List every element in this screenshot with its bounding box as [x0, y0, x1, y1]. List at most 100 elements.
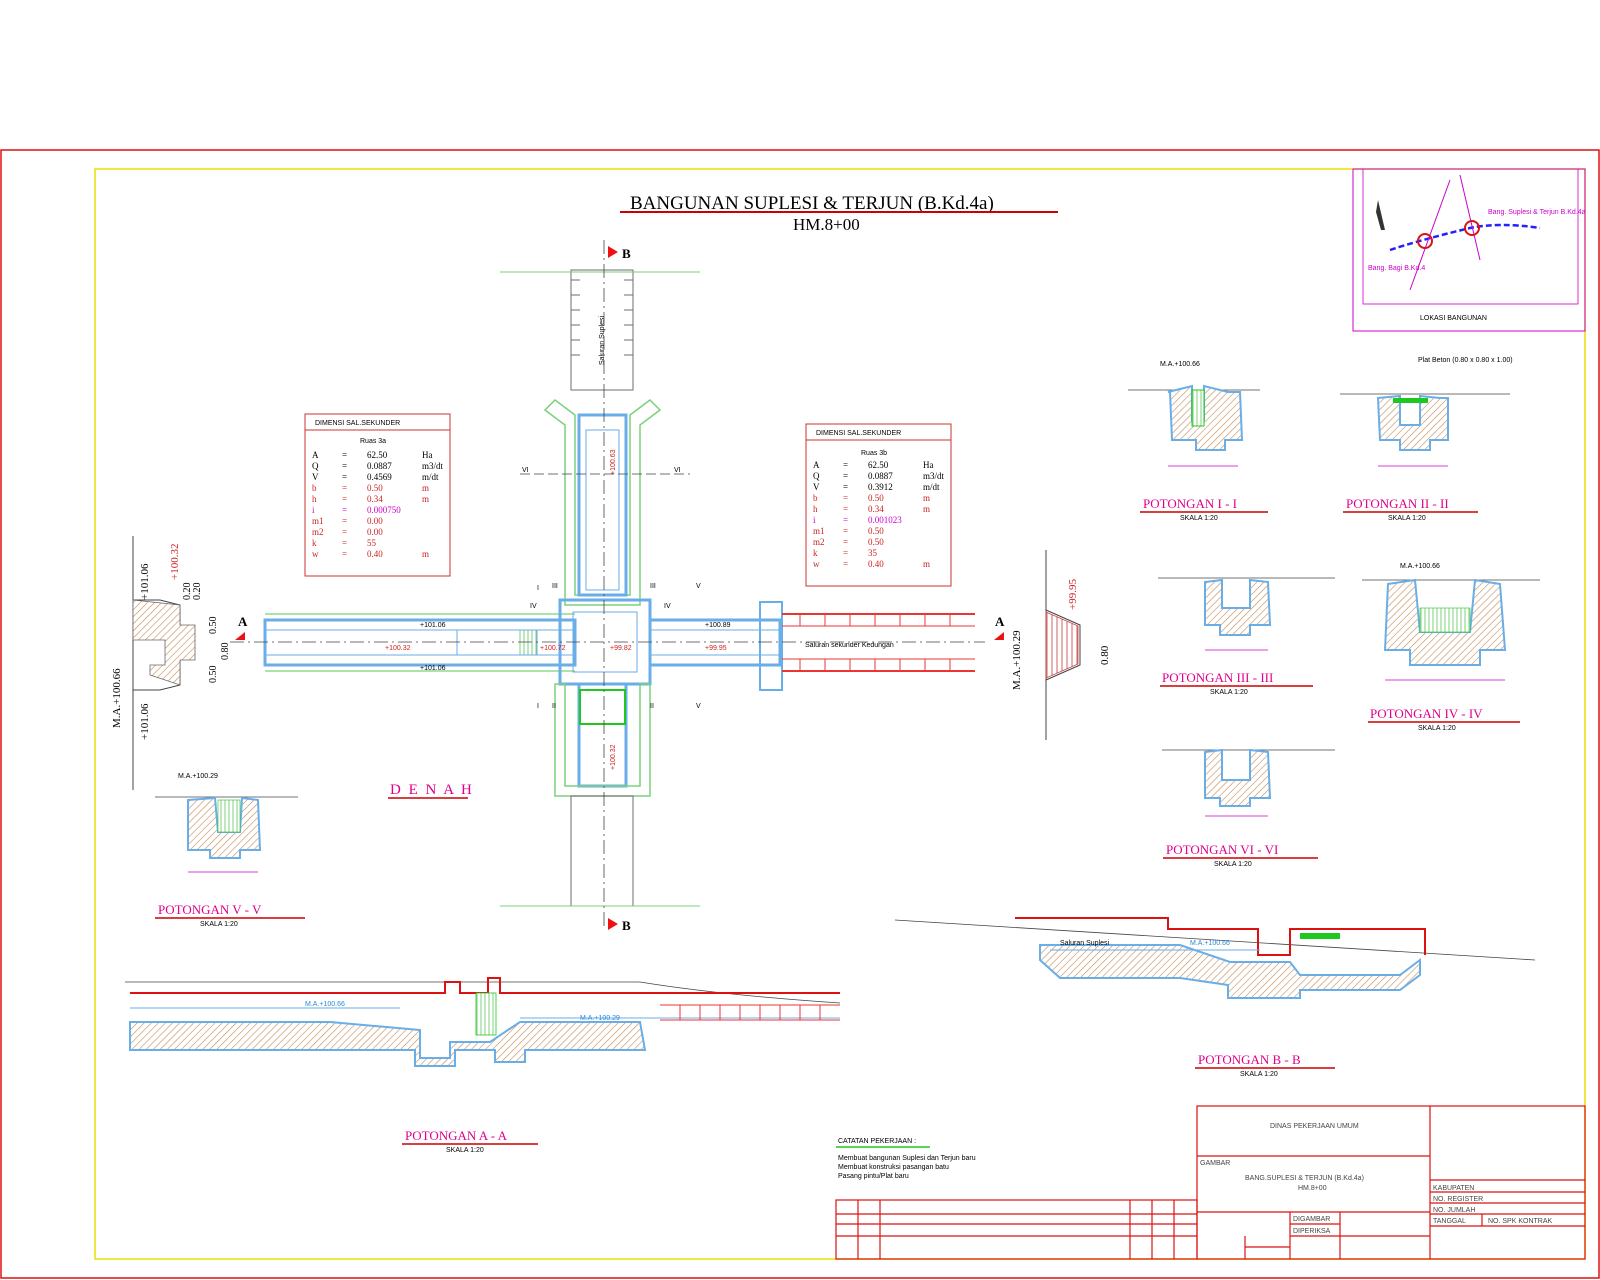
section-v-note: M.A.+100.29	[178, 773, 218, 780]
bb-scale: SKALA 1:20	[1240, 1071, 1278, 1078]
dim-left-row-key: Q	[312, 461, 319, 471]
dim-left-row-eq: =	[342, 549, 347, 559]
dim-left-row-key: m2	[312, 527, 324, 537]
tb-content: BANG.SUPLESI & TERJUN (B.Kd.4a)	[1245, 1175, 1364, 1182]
section-mark-a-left: A	[238, 614, 248, 629]
section-a-a: M.A.+100.66 M.A.+100.29 POTONGAN A - A S…	[125, 977, 841, 1154]
section-v-label: POTONGAN V - V	[158, 902, 262, 917]
plan-view: Saluran Suplesi	[230, 240, 1005, 933]
dim-right-row-value: 35	[868, 548, 878, 558]
dim-right-row-key: k	[813, 548, 818, 558]
section-mark-b-bottom: B	[622, 918, 631, 933]
tb-drawn: DIGAMBAR	[1293, 1216, 1330, 1223]
section-i-label: POTONGAN I - I	[1143, 496, 1237, 511]
dim-right-row-value: 0.0887	[868, 471, 893, 481]
dim-left-row-unit: m	[422, 483, 429, 493]
section-ii: Plat Beton (0.80 x 0.80 x 1.00) POTONGAN…	[1340, 357, 1513, 522]
dim-left-title: DIMENSI SAL.SEKUNDER	[315, 420, 400, 427]
dim-right-row-key: m2	[813, 537, 825, 547]
section-cut-i: I	[537, 585, 539, 592]
section-vi: POTONGAN VI - VI SKALA 1:20	[1162, 748, 1335, 868]
plan-elev: +101.06	[420, 665, 446, 672]
dim-right-row-key: w	[813, 559, 820, 569]
right-dim: 0.80	[1099, 645, 1111, 665]
drawing-title: BANGUNAN SUPLESI & TERJUN (B.Kd.4a)	[630, 193, 994, 214]
dim-left-row-key: i	[312, 505, 315, 515]
dim-right-row-unit: m/dt	[923, 482, 940, 492]
plan-elev: +99.82	[610, 645, 632, 652]
bb-label: POTONGAN B - B	[1198, 1052, 1301, 1067]
plan-elev: +100.32	[610, 744, 617, 770]
section-ii-scale: SKALA 1:20	[1388, 515, 1426, 522]
dim-left-row-unit: m/dt	[422, 472, 439, 482]
left-dim: 0.20	[182, 583, 193, 601]
dim-right-row-value: 0.40	[868, 559, 884, 569]
inner-frame	[94, 168, 1586, 1260]
dim-left-row-value: 0.34	[367, 494, 383, 504]
dim-right-row-eq: =	[843, 526, 848, 536]
dim-left-row-key: k	[312, 538, 317, 548]
dim-left-row-value: 0.00	[367, 516, 383, 526]
section-i-note: M.A.+100.66	[1160, 361, 1200, 368]
dim-left-row-value: 0.000750	[367, 505, 401, 515]
dim-left-row-key: A	[312, 450, 319, 460]
dim-right-row-eq: =	[843, 482, 848, 492]
notes-item: Membuat bangunan Suplesi dan Terjun baru	[838, 1155, 976, 1162]
section-cut-iv: IV	[530, 603, 537, 610]
section-vi-label: POTONGAN VI - VI	[1166, 842, 1278, 857]
section-mark-b-top: B	[622, 246, 631, 261]
aa-ma2: M.A.+100.29	[580, 1015, 620, 1022]
section-iii: POTONGAN III - III SKALA 1:20	[1158, 577, 1335, 696]
dim-right-row-value: 0.50	[868, 526, 884, 536]
channel-right-label: Saluran sekunder Kedungan	[805, 642, 894, 649]
tb-contract: NO. SPK KONTRAK	[1488, 1218, 1553, 1225]
location-note: Bang. Suplesi & Terjun B.Kd.4a	[1488, 209, 1586, 216]
dim-right-row-value: 0.50	[868, 493, 884, 503]
dim-left-row-eq: =	[342, 461, 347, 471]
section-cut-iii: III	[650, 583, 656, 590]
aa-ma1: M.A.+100.66	[305, 1001, 345, 1008]
dim-right-ruas: Ruas 3b	[861, 450, 887, 457]
dim-left-row-key: b	[312, 483, 317, 493]
dim-right-row-value: 62.50	[868, 460, 889, 470]
section-i: M.A.+100.66 POTONGAN I - I SKALA 1:20	[1128, 361, 1268, 522]
section-cut-iii: III	[552, 583, 558, 590]
dim-left-row-key: V	[312, 472, 319, 482]
dim-right-row-key: Q	[813, 471, 820, 481]
dim-left-row-key: h	[312, 494, 317, 504]
dim-right-row-value: 0.3912	[868, 482, 893, 492]
section-mark-a-right: A	[995, 614, 1005, 629]
section-ii-note: Plat Beton (0.80 x 0.80 x 1.00)	[1418, 357, 1513, 364]
dim-left-row-value: 0.40	[367, 549, 383, 559]
dim-left-row-unit: m	[422, 494, 429, 504]
dim-left-row-key: m1	[312, 516, 324, 526]
dim-left-ruas: Ruas 3a	[360, 438, 386, 445]
section-cut-v: V	[696, 703, 701, 710]
dim-left-row-unit: Ha	[422, 450, 433, 460]
tb-checked: DIPERIKSA	[1293, 1228, 1331, 1235]
plan-elev: +99.95	[705, 645, 727, 652]
section-cut-vi: VI	[674, 467, 681, 474]
dim-left-row-value: 0.4569	[367, 472, 392, 482]
outer-frame	[0, 149, 1600, 1279]
work-notes: CATATAN PEKERJAAN : Membuat bangunan Sup…	[836, 1138, 976, 1180]
dim-right-row-key: A	[813, 460, 820, 470]
channel-top-label: Saluran Suplesi	[599, 316, 606, 365]
dim-right-row-key: b	[813, 493, 818, 503]
dim-right-title: DIMENSI SAL.SEKUNDER	[816, 430, 901, 437]
dim-right-row-eq: =	[843, 548, 848, 558]
section-vi-scale: SKALA 1:20	[1214, 861, 1252, 868]
dim-right-row-unit: m	[923, 559, 930, 569]
dim-right-row-unit: Ha	[923, 460, 934, 470]
dim-left-row-value: 0.50	[367, 483, 383, 493]
section-v-scale: SKALA 1:20	[200, 921, 238, 928]
dim-left-row-eq: =	[342, 472, 347, 482]
dim-left-row-eq: =	[342, 494, 347, 504]
dim-right-row-value: 0.001023	[868, 515, 902, 525]
dim-right-row-unit: m	[923, 493, 930, 503]
notes-item: Membuat konstruksi pasangan batu	[838, 1164, 949, 1171]
right-ma: M.A.+100.29	[1011, 630, 1023, 690]
section-iii-label: POTONGAN III - III	[1162, 670, 1273, 685]
left-dim: 0.20	[192, 583, 203, 601]
